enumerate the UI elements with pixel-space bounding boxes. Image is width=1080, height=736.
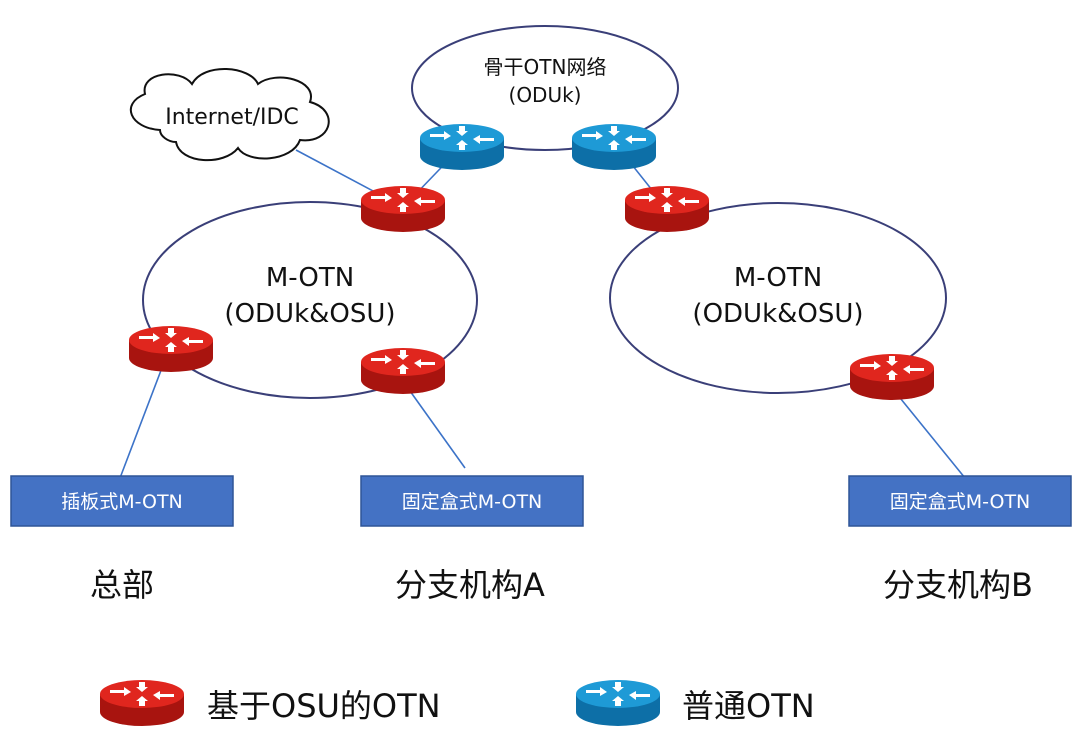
link-branch-b-device (891, 387, 966, 479)
branch-b-device-box: 固定盒式M-OTN (848, 475, 1072, 527)
site-hq-label: 总部 (90, 566, 154, 604)
branch-a-router-icon (361, 348, 445, 394)
hq-ring (142, 201, 478, 399)
branch-b-device-label: 固定盒式M-OTN (890, 491, 1031, 513)
site-branch-b-label: 分支机构B (883, 566, 1033, 604)
branch-b-gateway-router-icon (625, 186, 709, 232)
legend-normal-label: 普通OTN (682, 687, 815, 725)
backbone-router-right-icon (572, 124, 656, 170)
internet-cloud: Internet/IDC (129, 68, 330, 161)
legend: 基于OSU的OTN 普通OTN (100, 680, 815, 726)
hq-device-box: 插板式M-OTN (10, 475, 234, 527)
backbone-title: 骨干OTN网络 (484, 55, 607, 79)
branch-b-ring (609, 202, 947, 394)
link-hq-device (119, 351, 169, 479)
backbone-router-left-icon (420, 124, 504, 170)
backbone-ring (411, 25, 679, 151)
hq-ring-subtitle: (ODUk&OSU) (224, 299, 395, 329)
legend-osu-label: 基于OSU的OTN (207, 687, 441, 725)
cloud-label: Internet/IDC (165, 105, 299, 130)
hq-left-router-icon (129, 326, 213, 372)
site-branch-a-label: 分支机构A (395, 566, 545, 604)
hq-gateway-router-icon (361, 186, 445, 232)
backbone-subtitle: (ODUk) (509, 83, 582, 107)
hq-ring-title: M-OTN (266, 263, 354, 293)
branch-b-router-icon (850, 354, 934, 400)
legend-normal-router-icon (576, 680, 660, 726)
legend-osu-router-icon (100, 680, 184, 726)
branch-b-ring-title: M-OTN (734, 263, 822, 293)
branch-b-ring-subtitle: (ODUk&OSU) (692, 299, 863, 329)
branch-a-device-label: 固定盒式M-OTN (402, 491, 543, 513)
branch-a-device-box: 固定盒式M-OTN (360, 475, 584, 527)
link-branch-a-device (404, 383, 466, 469)
hq-device-label: 插板式M-OTN (61, 491, 183, 513)
